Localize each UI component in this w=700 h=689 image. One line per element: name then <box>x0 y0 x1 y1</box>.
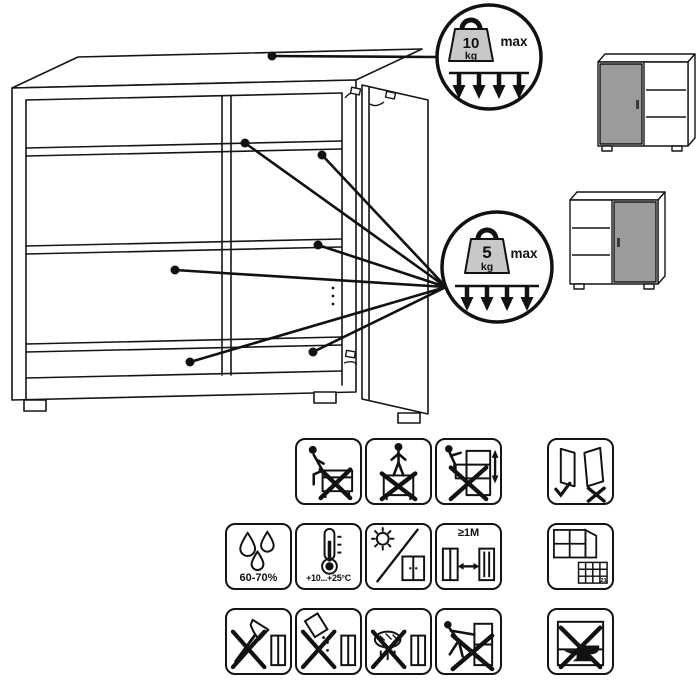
weight-10kg-icon: 10 kg <box>448 17 494 62</box>
tile-no-heavy-load <box>547 608 614 675</box>
tile-no-sitting <box>295 438 362 505</box>
tile-window-calendar: 21 <box>547 523 614 590</box>
shelf-load-unit: kg <box>481 261 493 273</box>
up-down-arrow-icon <box>491 449 499 484</box>
tile-no-direct-sunlight <box>365 523 432 590</box>
humidity-range-label: 60-70% <box>239 572 278 584</box>
max-load-shelf-callout: 5 kg max <box>440 210 554 324</box>
no-abrasive-cleaner-icon <box>300 612 357 670</box>
hinge-bottom-icon <box>343 349 358 365</box>
window-calendar-icon: 21 <box>553 528 608 584</box>
no-sitting-icon <box>308 445 354 501</box>
max-load-top-callout: 10 kg max <box>435 3 543 111</box>
tile-no-pushing <box>435 608 502 675</box>
tile-no-abrasive-cleaner <box>295 608 362 675</box>
tile-no-standing <box>365 438 432 505</box>
no-sharp-tools-icon <box>230 618 287 670</box>
door-check-icon <box>554 446 606 503</box>
temperature-range-label: +10...+25°C <box>306 573 351 583</box>
door-handle <box>636 100 639 109</box>
no-direct-sunlight-icon <box>370 526 426 583</box>
x-mark-icon <box>586 486 606 503</box>
hinge-top-icon <box>344 86 397 107</box>
weight-5kg-icon: 5 kg <box>464 227 510 274</box>
load-arrows-top <box>452 73 526 99</box>
tile-radiator-distance: ≥1M <box>435 523 502 590</box>
shelf-load-value: 5 <box>482 243 491 262</box>
tile-no-wet-sponge <box>365 608 432 675</box>
tile-temperature: +10...+25°C <box>295 523 362 590</box>
pointer-dots <box>170 51 327 367</box>
shelf-load-max-label: max <box>510 246 538 261</box>
radiator-distance-icon <box>441 547 496 582</box>
door-panel-left <box>599 63 643 145</box>
tile-no-sharp-tools <box>225 608 292 675</box>
humidity-icon <box>239 530 275 572</box>
no-heavy-load-icon <box>556 620 605 670</box>
variant-thumbnail-door-left <box>597 53 696 152</box>
load-arrows-shelf <box>460 286 534 311</box>
door-panel-right <box>613 201 657 283</box>
top-load-value: 10 <box>463 35 480 52</box>
min-distance-label: ≥1M <box>457 527 480 539</box>
distance-arrow-icon <box>457 562 480 570</box>
calendar-day-label: 21 <box>600 578 607 584</box>
top-load-unit: kg <box>465 50 477 62</box>
no-climbing-icon <box>445 445 499 502</box>
shelves <box>25 140 343 353</box>
cabinet-feet <box>23 391 337 412</box>
variant-thumbnail-door-right <box>569 191 666 290</box>
shelf-pin-holes <box>331 286 335 306</box>
no-standing-icon <box>379 442 418 502</box>
tile-humidity: 60-70% <box>225 523 292 590</box>
door-handle <box>617 238 620 247</box>
callout-pointer-lines <box>173 54 448 364</box>
tile-door-check <box>547 438 614 505</box>
tile-no-climbing <box>435 438 502 505</box>
no-wet-sponge-icon <box>370 629 427 670</box>
check-mark-icon <box>554 481 572 498</box>
no-pushing-icon <box>444 621 495 672</box>
top-load-max-label: max <box>500 34 528 49</box>
cabinet-carcass <box>11 48 423 412</box>
temperature-icon <box>321 527 342 575</box>
